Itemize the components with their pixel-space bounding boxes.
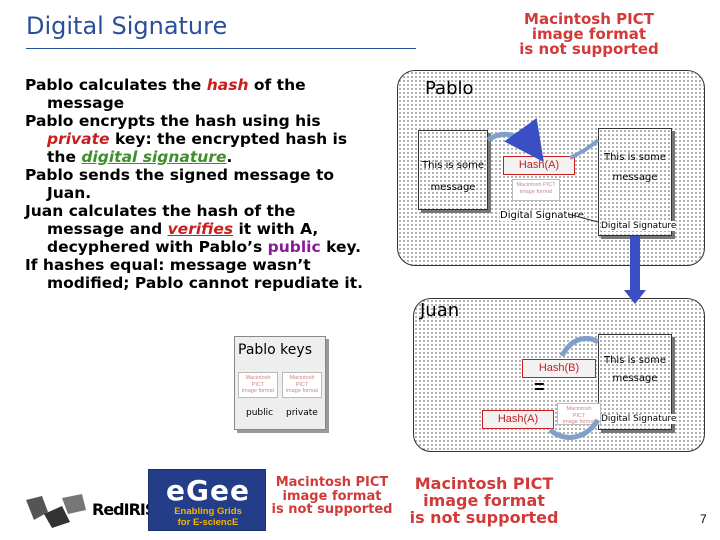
arrow-message-to-hash (486, 117, 544, 163)
pablo-sent-message-box (598, 128, 672, 236)
pablo-keys-title: Pablo keys (238, 342, 312, 358)
rediris-swirl-logo (26, 494, 86, 528)
bullet-1: Pablo calculates the hash of the (25, 76, 306, 94)
egee-logo: eGee Enabling Grids for E-sciencE (148, 469, 266, 531)
pablo-message-box (418, 130, 488, 210)
pict-placeholder-top: Macintosh PICT image format is not suppo… (519, 10, 659, 58)
explanation-text: Pablo calculates the hash of the message… (25, 76, 364, 292)
arrow-signature-to-hash-a (548, 418, 601, 440)
slide-title: Digital Signature (26, 12, 228, 40)
page-number: 7 (700, 512, 707, 526)
egee-logo-mark: eGee (166, 474, 250, 507)
bullet-4: Juan calculates the hash of the (25, 202, 296, 220)
pablo-digital-signature: Digital Signature (500, 210, 584, 221)
public-key-label: public (246, 408, 274, 418)
bullet-5: If hashes equal: message wasn’t (25, 256, 311, 274)
pablo-message-text: This is some message (421, 160, 484, 193)
pict-placeholder-bottom-large: Macintosh PICT image format is not suppo… (409, 474, 559, 527)
juan-hash-b: Hash(B) (522, 359, 596, 378)
private-key-label: private (286, 408, 318, 418)
juan-received-signature: Digital Signature (601, 414, 677, 424)
arrow-message-to-hash-b (559, 336, 600, 358)
pablo-sent-signature: Digital Signature (601, 221, 677, 231)
pablo-sent-message-text: This is some message (603, 152, 666, 183)
title-underline (26, 48, 416, 49)
arrow-pablo-to-juan-shaft (630, 236, 640, 292)
bullet-2: Pablo encrypts the hash using his (25, 112, 321, 130)
egee-tagline: Enabling Grids for E-sciencE (174, 506, 242, 528)
rediris-logo-text: RedIRIS (92, 500, 156, 519)
pablo-name: Pablo (425, 78, 474, 99)
bullet-3: Pablo sends the signed message to (25, 166, 335, 184)
pict-placeholder-bottom-small: Macintosh PICT image format is not suppo… (271, 475, 393, 518)
equals-sign: = (534, 377, 545, 397)
juan-hash-a: Hash(A) (482, 410, 554, 429)
arrow-pablo-to-juan-head (624, 290, 646, 304)
juan-name: Juan (420, 300, 460, 321)
arrow-signature-to-sent (567, 213, 599, 223)
arrow-hash-to-signature (569, 138, 600, 160)
juan-received-message-text: This is some message (603, 355, 666, 384)
